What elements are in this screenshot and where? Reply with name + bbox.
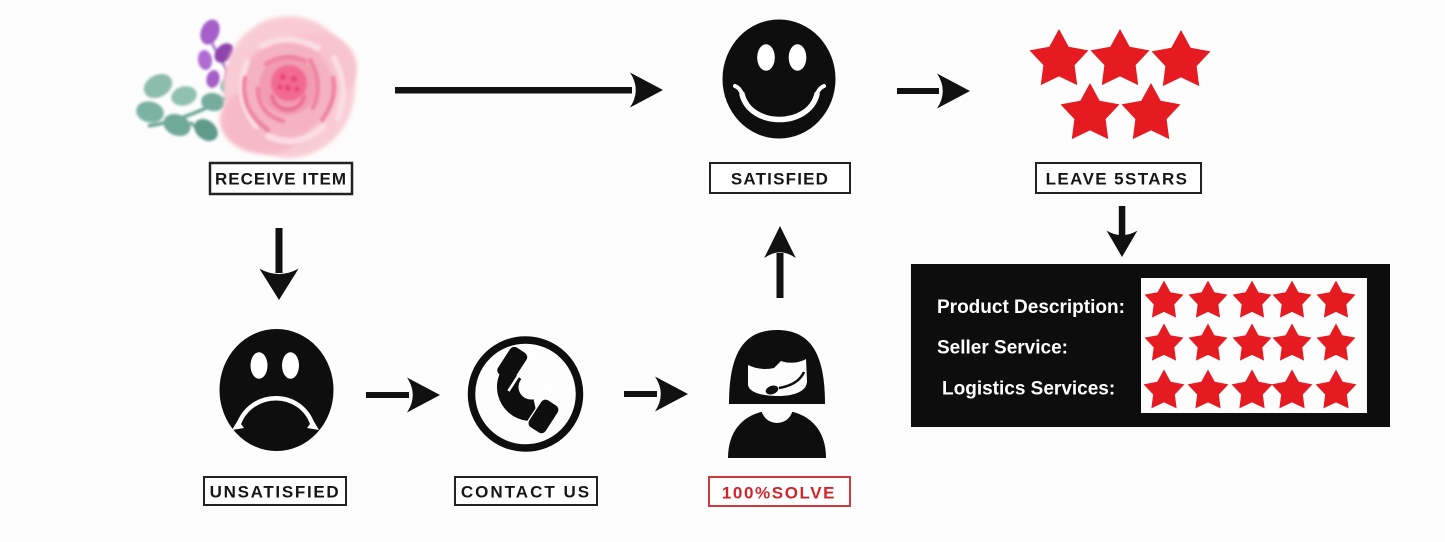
svg-text:LEAVE 5STARS: LEAVE 5STARS [1046,170,1189,189]
svg-text:CONTACT US: CONTACT US [461,483,591,502]
svg-text:Logistics Services:: Logistics Services: [942,379,1115,400]
svg-text:Product Description:: Product Description: [937,297,1125,318]
svg-text:Seller Service:: Seller Service: [937,338,1068,359]
svg-text:SATISFIED: SATISFIED [731,170,829,189]
svg-text:RECEIVE ITEM: RECEIVE ITEM [215,170,347,189]
svg-text:UNSATISFIED: UNSATISFIED [210,483,341,502]
svg-text:100%SOLVE: 100%SOLVE [722,484,836,503]
